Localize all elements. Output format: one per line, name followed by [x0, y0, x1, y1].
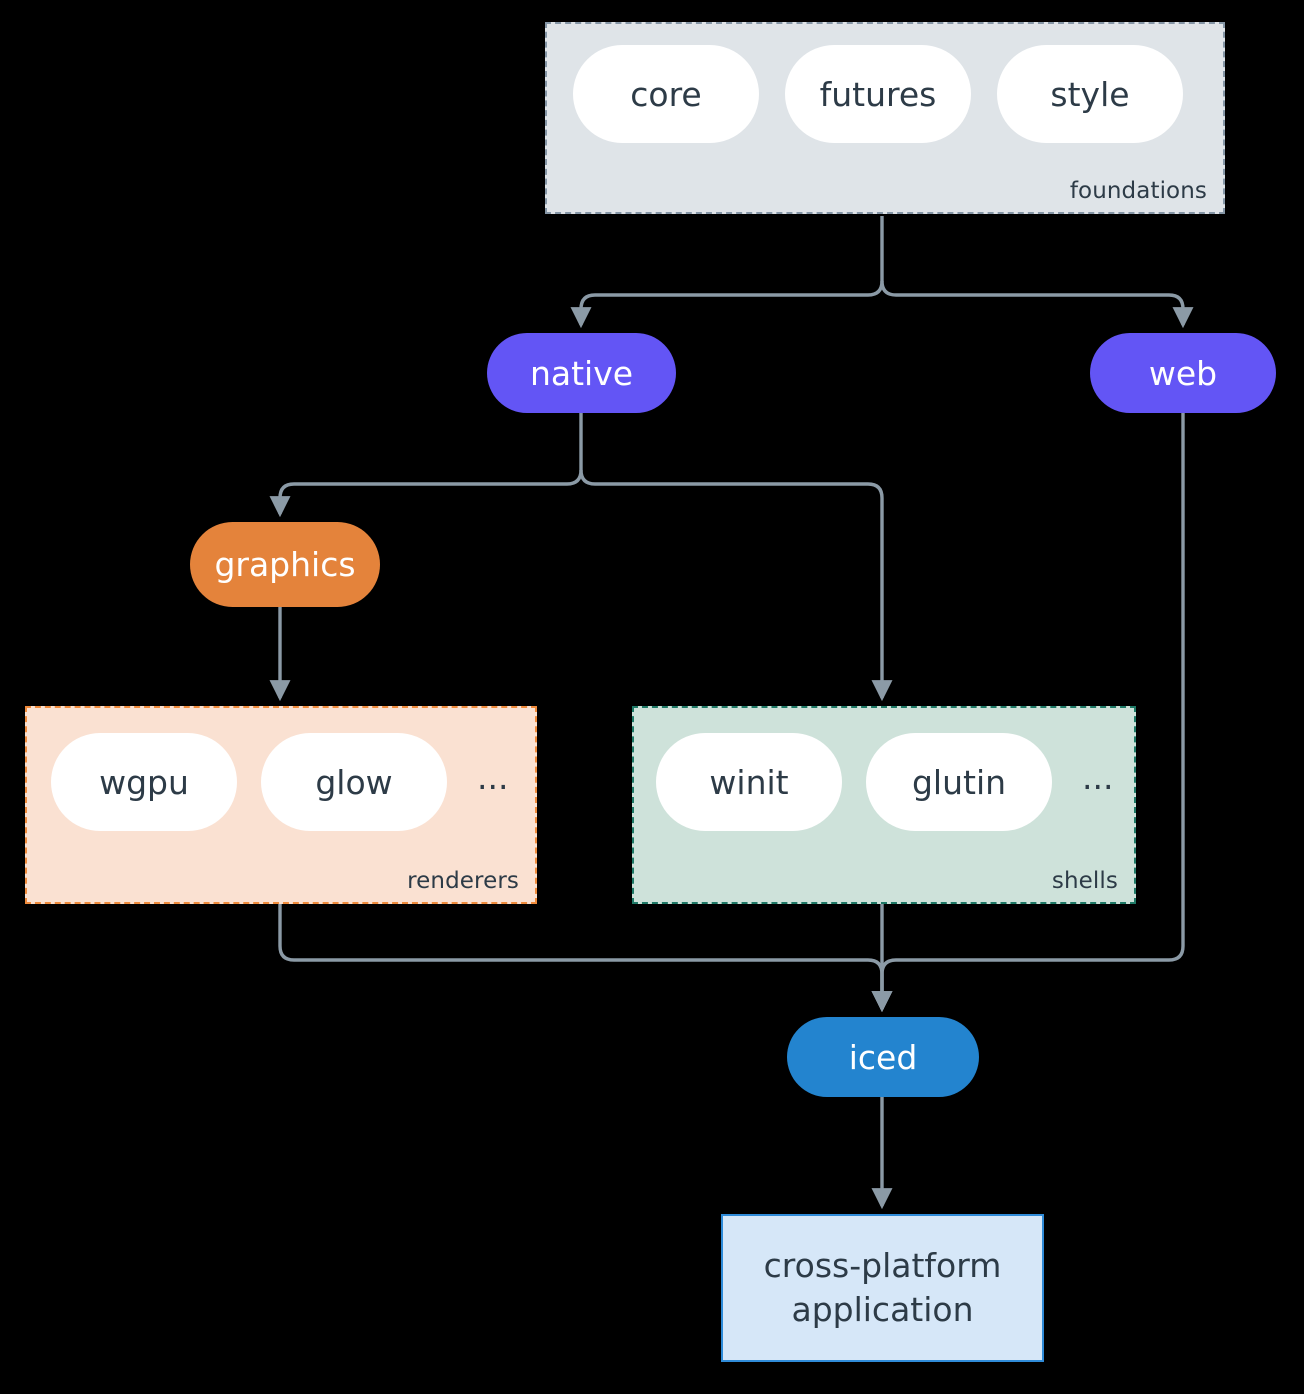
- chip-style[interactable]: style: [997, 45, 1183, 143]
- group-renderers-label: renderers: [407, 868, 519, 894]
- group-shells: winit glutin ... shells: [632, 706, 1136, 904]
- chip-winit[interactable]: winit: [656, 733, 842, 831]
- group-shells-label: shells: [1051, 868, 1118, 894]
- edge-renderers-to-iced: [278, 904, 893, 1013]
- edge-native-to-graphics: [269, 469, 583, 518]
- edge-native-to-shells: [579, 469, 893, 702]
- node-graphics[interactable]: graphics: [190, 522, 380, 607]
- chip-futures[interactable]: futures: [785, 45, 971, 143]
- edge-foundations-to-native: [570, 280, 884, 329]
- shells-more-ellipsis: ...: [1082, 757, 1114, 797]
- group-renderers: wgpu glow ... renderers: [25, 706, 537, 904]
- application-line-1: cross-platform: [763, 1246, 1002, 1286]
- node-native[interactable]: native: [487, 333, 676, 413]
- edge-foundations-to-web: [880, 280, 1194, 329]
- group-foundations-label: foundations: [1069, 178, 1207, 204]
- application-line-2: application: [791, 1290, 974, 1329]
- node-iced[interactable]: iced: [787, 1017, 979, 1097]
- chip-glutin[interactable]: glutin: [866, 733, 1052, 831]
- chip-glow[interactable]: glow: [261, 733, 447, 831]
- group-foundations-items: core futures style: [573, 45, 1183, 143]
- group-renderers-items: wgpu glow ...: [51, 733, 514, 831]
- chip-core[interactable]: core: [573, 45, 759, 143]
- group-shells-items: winit glutin ...: [656, 733, 1119, 831]
- group-foundations: core futures style foundations: [545, 22, 1225, 214]
- node-cross-platform-application[interactable]: cross-platform application: [721, 1214, 1044, 1362]
- renderers-more-ellipsis: ...: [477, 757, 509, 797]
- chip-wgpu[interactable]: wgpu: [51, 733, 237, 831]
- node-web[interactable]: web: [1090, 333, 1276, 413]
